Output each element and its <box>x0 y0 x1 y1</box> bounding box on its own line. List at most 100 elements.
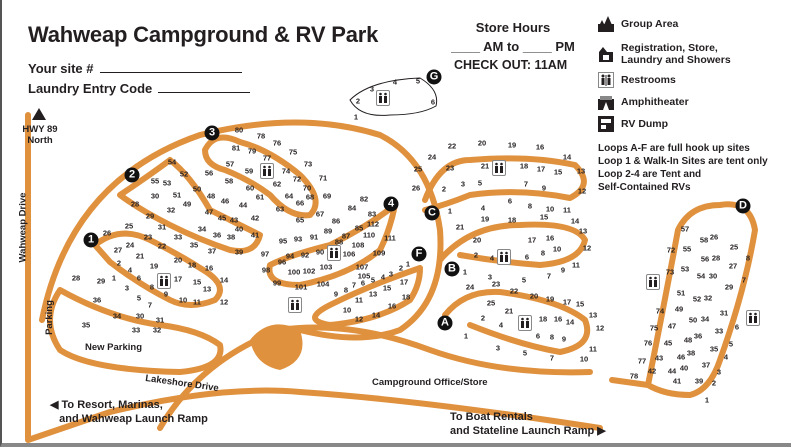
campsite-loop4-number: 98 <box>261 265 271 275</box>
campsite-loopD-number: 40 <box>679 363 689 373</box>
laundry-code-line[interactable] <box>158 80 251 93</box>
campsite-loop3-number: 68 <box>305 192 315 202</box>
campsite-loop3-number: 59 <box>244 166 254 176</box>
legend-label: Amphitheater <box>621 96 689 108</box>
lakeshore-drive-road <box>157 324 593 431</box>
campsite-loopA-number: 1 <box>463 331 469 341</box>
campsite-loop1-number: 10 <box>178 295 188 305</box>
campsite-loopB-number: 1 <box>462 267 468 277</box>
campsite-loopD-number: 26 <box>709 232 719 242</box>
campsite-loop2-number: 36 <box>212 230 222 240</box>
resort-direction[interactable]: ◀ To Resort, Marinas, and Wahweap Launch… <box>50 399 208 425</box>
campsite-loop1-number: 1 <box>111 273 117 283</box>
loop-marker-c: C <box>424 205 440 221</box>
loop-1-road <box>92 230 223 308</box>
campsite-loopD-number: 56 <box>700 254 710 264</box>
campsite-loop1-number: 35 <box>81 320 91 330</box>
campsite-loopB-number: 2 <box>473 250 479 260</box>
campsite-loop4-number: 87 <box>341 231 351 241</box>
campsite-loop4-number: 110 <box>362 230 376 240</box>
campsite-loop3-number: 75 <box>288 147 298 157</box>
campsite-loopB-number: 11 <box>572 260 580 270</box>
office-label: Campground Office/Store <box>372 377 488 388</box>
campsite-loopF-number: 14 <box>371 310 381 320</box>
campsite-loop1-number: 17 <box>173 274 183 284</box>
campsite-loopD-number: 46 <box>676 352 686 362</box>
campsite-loopA-number: 22 <box>509 286 519 296</box>
campsite-loop2-number: 52 <box>179 169 189 179</box>
campsite-loop2-number: 50 <box>192 184 202 194</box>
campsite-loopB-number: 10 <box>552 244 562 254</box>
campsite-loop4-number: 108 <box>351 240 365 250</box>
campsite-loopD-number: 39 <box>694 376 704 386</box>
campsite-loopC-number: 4 <box>480 203 486 213</box>
new-parking-label: New Parking <box>85 342 143 353</box>
campsite-loopD-number: 75 <box>649 323 659 333</box>
restroom-icon <box>157 273 171 289</box>
campsite-loopD-number: 73 <box>665 267 675 277</box>
campsite-loopF-number: 1 <box>405 259 411 269</box>
site-number-line[interactable] <box>99 60 242 73</box>
campsite-loopA-number: 9 <box>561 334 567 344</box>
campsite-loop2-number: 35 <box>189 240 199 250</box>
site-number-field[interactable]: Your site # <box>28 60 242 76</box>
campsite-loop1-number: 27 <box>113 245 123 255</box>
campsite-loop2-number: 16 <box>204 263 214 273</box>
campsite-loop3-number: 72 <box>292 174 302 184</box>
loop-3-road <box>202 134 319 219</box>
restroom-icon <box>746 310 760 326</box>
campsite-loopC-number: 7 <box>523 179 529 189</box>
campsite-loopF-number: 11 <box>355 295 363 305</box>
registration-icon <box>598 46 614 62</box>
campsite-loopC-number: 6 <box>507 196 513 206</box>
campsite-loop1-number: 14 <box>219 275 229 285</box>
campsite-loop4-number: 86 <box>331 216 341 226</box>
campsite-loopC-number: 13 <box>576 166 586 176</box>
campsite-loopC-number: 11 <box>563 205 571 215</box>
campsite-loop2-number: 48 <box>206 191 216 201</box>
campsite-loopA-number: 8 <box>549 332 555 342</box>
campsite-loopF-number: 8 <box>343 285 349 295</box>
campsite-loopB-number: 15 <box>539 212 549 222</box>
restroom-icon <box>376 90 390 106</box>
campsite-loopC-number: 21 <box>480 161 490 171</box>
campsite-loopD-number: 51 <box>676 288 686 298</box>
north-label: North <box>27 135 53 146</box>
campsite-loop2-number: 42 <box>250 213 260 223</box>
campsite-loopA-number: 13 <box>588 310 598 320</box>
campsite-loop2-number: 34 <box>197 224 207 234</box>
campsite-loopC-number: 12 <box>577 186 587 196</box>
campsite-loop3-number: 77 <box>262 153 272 163</box>
campsite-loop1-number: 7 <box>147 300 153 310</box>
laundry-code-field[interactable]: Laundry Entry Code <box>28 80 251 96</box>
campsite-loop2-number: 54 <box>167 157 177 167</box>
campsite-loop3-number: 76 <box>272 138 282 148</box>
campsite-loopD-number: 6 <box>734 322 740 332</box>
campsite-loopC-number: 3 <box>460 179 466 189</box>
restroom-icon <box>598 72 614 88</box>
resort-line1: To Resort, Marinas, <box>61 399 163 411</box>
store-hours-line: ____ AM to ____ PM <box>451 39 575 54</box>
campsite-loop3-number: 66 <box>295 198 305 208</box>
campsite-loopD-number: 76 <box>643 338 653 348</box>
campsite-loopA-number: 5 <box>522 348 528 358</box>
campsite-loopD-number: 54 <box>696 271 706 281</box>
page-title: Wahweap Campground & RV Park <box>28 22 379 47</box>
campsite-loop2-number: 22 <box>157 241 167 251</box>
campsite-loopC-number: 17 <box>536 164 546 174</box>
amphitheater-hill <box>250 324 303 370</box>
loop-marker-a: A <box>437 315 453 331</box>
campsite-loop3-number: 70 <box>302 183 312 193</box>
campsite-loop1-number: 31 <box>155 315 165 325</box>
campsite-loopD-number: 53 <box>680 264 690 274</box>
campsite-loopA-number: 17 <box>562 297 572 307</box>
campsite-loop1-number: 12 <box>219 297 229 307</box>
campsite-loopA-number: 18 <box>538 314 548 324</box>
campsite-loop4-number: 83 <box>367 209 377 219</box>
campsite-loopC-number: 10 <box>545 204 555 214</box>
group-area-icon <box>598 16 614 32</box>
hwy-label: HWY 89 <box>22 124 58 135</box>
parking-road <box>47 287 224 375</box>
